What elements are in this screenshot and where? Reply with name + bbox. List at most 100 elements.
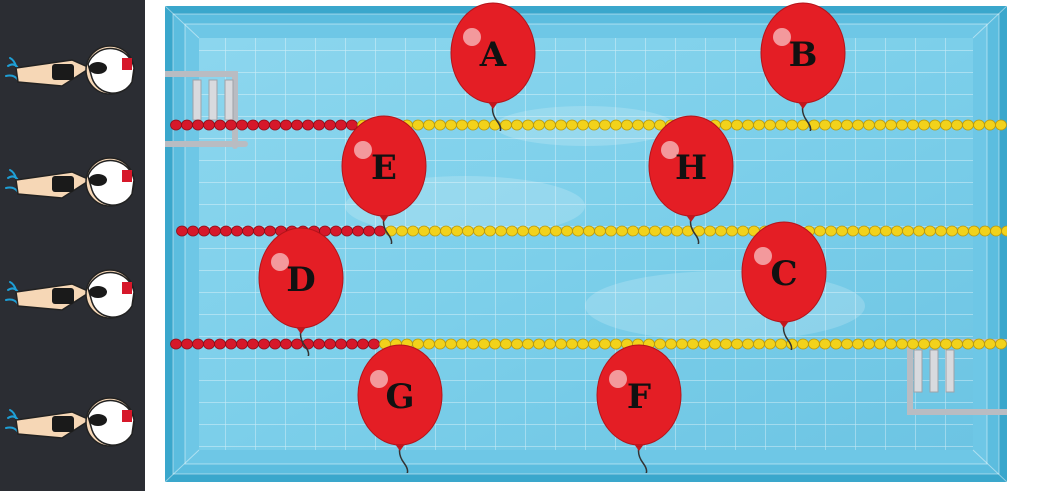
lane-rope-float — [203, 119, 215, 131]
lane-rope-float — [225, 338, 237, 350]
lane-rope-float — [698, 338, 710, 350]
lane-rope-float — [561, 225, 573, 237]
lane-rope-float — [995, 119, 1007, 131]
balloon-icon — [258, 227, 344, 356]
lane-rope-float — [599, 119, 611, 131]
lane-rope-float — [990, 225, 1002, 237]
lane-rope-float — [247, 338, 259, 350]
balloon-e[interactable]: E — [341, 114, 441, 244]
swimmer-1[interactable] — [2, 38, 142, 108]
lane-rope-float — [973, 338, 985, 350]
lane-rope-float — [214, 119, 226, 131]
lane-rope-float — [170, 338, 182, 350]
lane-rope-float — [566, 338, 578, 350]
lane-rope-float — [605, 225, 617, 237]
lane-rope-float — [951, 338, 963, 350]
lane-rope-float — [863, 338, 875, 350]
lane-rope-float — [231, 225, 243, 237]
balloon-label: C — [770, 254, 798, 294]
lane-rope-float — [291, 119, 303, 131]
swimmer-icon — [5, 269, 135, 319]
lane-rope-float — [451, 225, 463, 237]
lane-rope-float — [577, 119, 589, 131]
lane-rope-float — [973, 119, 985, 131]
lane-rope-float — [170, 119, 182, 131]
lane-rope-float — [203, 338, 215, 350]
lane-rope-float — [885, 119, 897, 131]
balloon-label: D — [286, 260, 316, 300]
swimmer-2[interactable] — [2, 150, 142, 220]
swimmer-icon — [5, 397, 135, 447]
lane-rope-float — [885, 338, 897, 350]
balloon-f[interactable]: F — [596, 343, 696, 473]
balloon-icon — [450, 2, 536, 131]
lane-rope-float — [957, 225, 969, 237]
lane-rope-float — [456, 338, 468, 350]
lane-rope-float — [929, 338, 941, 350]
balloon-h[interactable]: H — [648, 114, 748, 244]
balloon-label: H — [674, 148, 708, 188]
lane-rope-float — [550, 225, 562, 237]
lane-rope-float — [566, 119, 578, 131]
balloon-g[interactable]: G — [357, 343, 457, 473]
balloon-label: F — [626, 377, 652, 417]
lane-rope-float — [225, 119, 237, 131]
lane-rope-float — [198, 225, 210, 237]
lane-rope-float — [902, 225, 914, 237]
swimmer-3[interactable] — [2, 262, 142, 332]
lane-rope-float — [962, 338, 974, 350]
lane-rope-float — [517, 225, 529, 237]
lane-rope-float — [847, 225, 859, 237]
swimmer-4[interactable] — [2, 390, 142, 460]
balloon-icon — [596, 344, 682, 473]
lane-rope-float — [709, 338, 721, 350]
lane-rope-float — [181, 338, 193, 350]
lane-rope-float — [627, 225, 639, 237]
lane-rope-float — [979, 225, 991, 237]
lane-rope-float — [192, 338, 204, 350]
lane-rope-float — [478, 338, 490, 350]
lane-rope-float — [918, 119, 930, 131]
lane-rope-float — [940, 338, 952, 350]
lane-rope-float — [440, 225, 452, 237]
lane-rope-float — [588, 119, 600, 131]
lane-rope-float — [984, 119, 996, 131]
lane-rope-float — [247, 119, 259, 131]
lane-rope-float — [616, 225, 628, 237]
balloon-b[interactable]: B — [760, 1, 860, 131]
lane-rope-float — [924, 225, 936, 237]
lane-rope-float — [176, 225, 188, 237]
lane-rope-float — [935, 225, 947, 237]
balloon-icon — [760, 2, 846, 131]
balloon-icon — [648, 115, 734, 244]
balloon-label: E — [371, 148, 397, 188]
lane-rope-float — [209, 225, 221, 237]
balloon-d[interactable]: D — [258, 226, 358, 356]
balloon-label: A — [479, 35, 507, 75]
lane-rope-float — [280, 119, 292, 131]
lane-rope-float — [720, 338, 732, 350]
lane-rope-float — [181, 119, 193, 131]
balloon-icon — [341, 115, 427, 244]
lane-rope-float — [522, 338, 534, 350]
lane-rope-float — [896, 338, 908, 350]
lane-rope-float — [874, 338, 886, 350]
lane-rope-float — [946, 225, 958, 237]
lane-rope-float — [462, 225, 474, 237]
lane-rope-float — [489, 338, 501, 350]
lane-rope-float — [891, 225, 903, 237]
lane-rope-float — [929, 119, 941, 131]
lane-rope-float — [236, 119, 248, 131]
lane-rope-float — [539, 225, 551, 237]
lane-rope-float — [841, 338, 853, 350]
lane-rope-float — [869, 225, 881, 237]
balloon-a[interactable]: A — [450, 1, 550, 131]
lane-rope-float — [572, 225, 584, 237]
lane-rope-float — [258, 119, 270, 131]
lane-rope-float — [918, 338, 930, 350]
lane-rope-float — [533, 338, 545, 350]
lane-rope-float — [896, 119, 908, 131]
balloon-c[interactable]: C — [741, 220, 841, 350]
lane-rope-float — [577, 338, 589, 350]
balloon-label: B — [788, 35, 818, 75]
